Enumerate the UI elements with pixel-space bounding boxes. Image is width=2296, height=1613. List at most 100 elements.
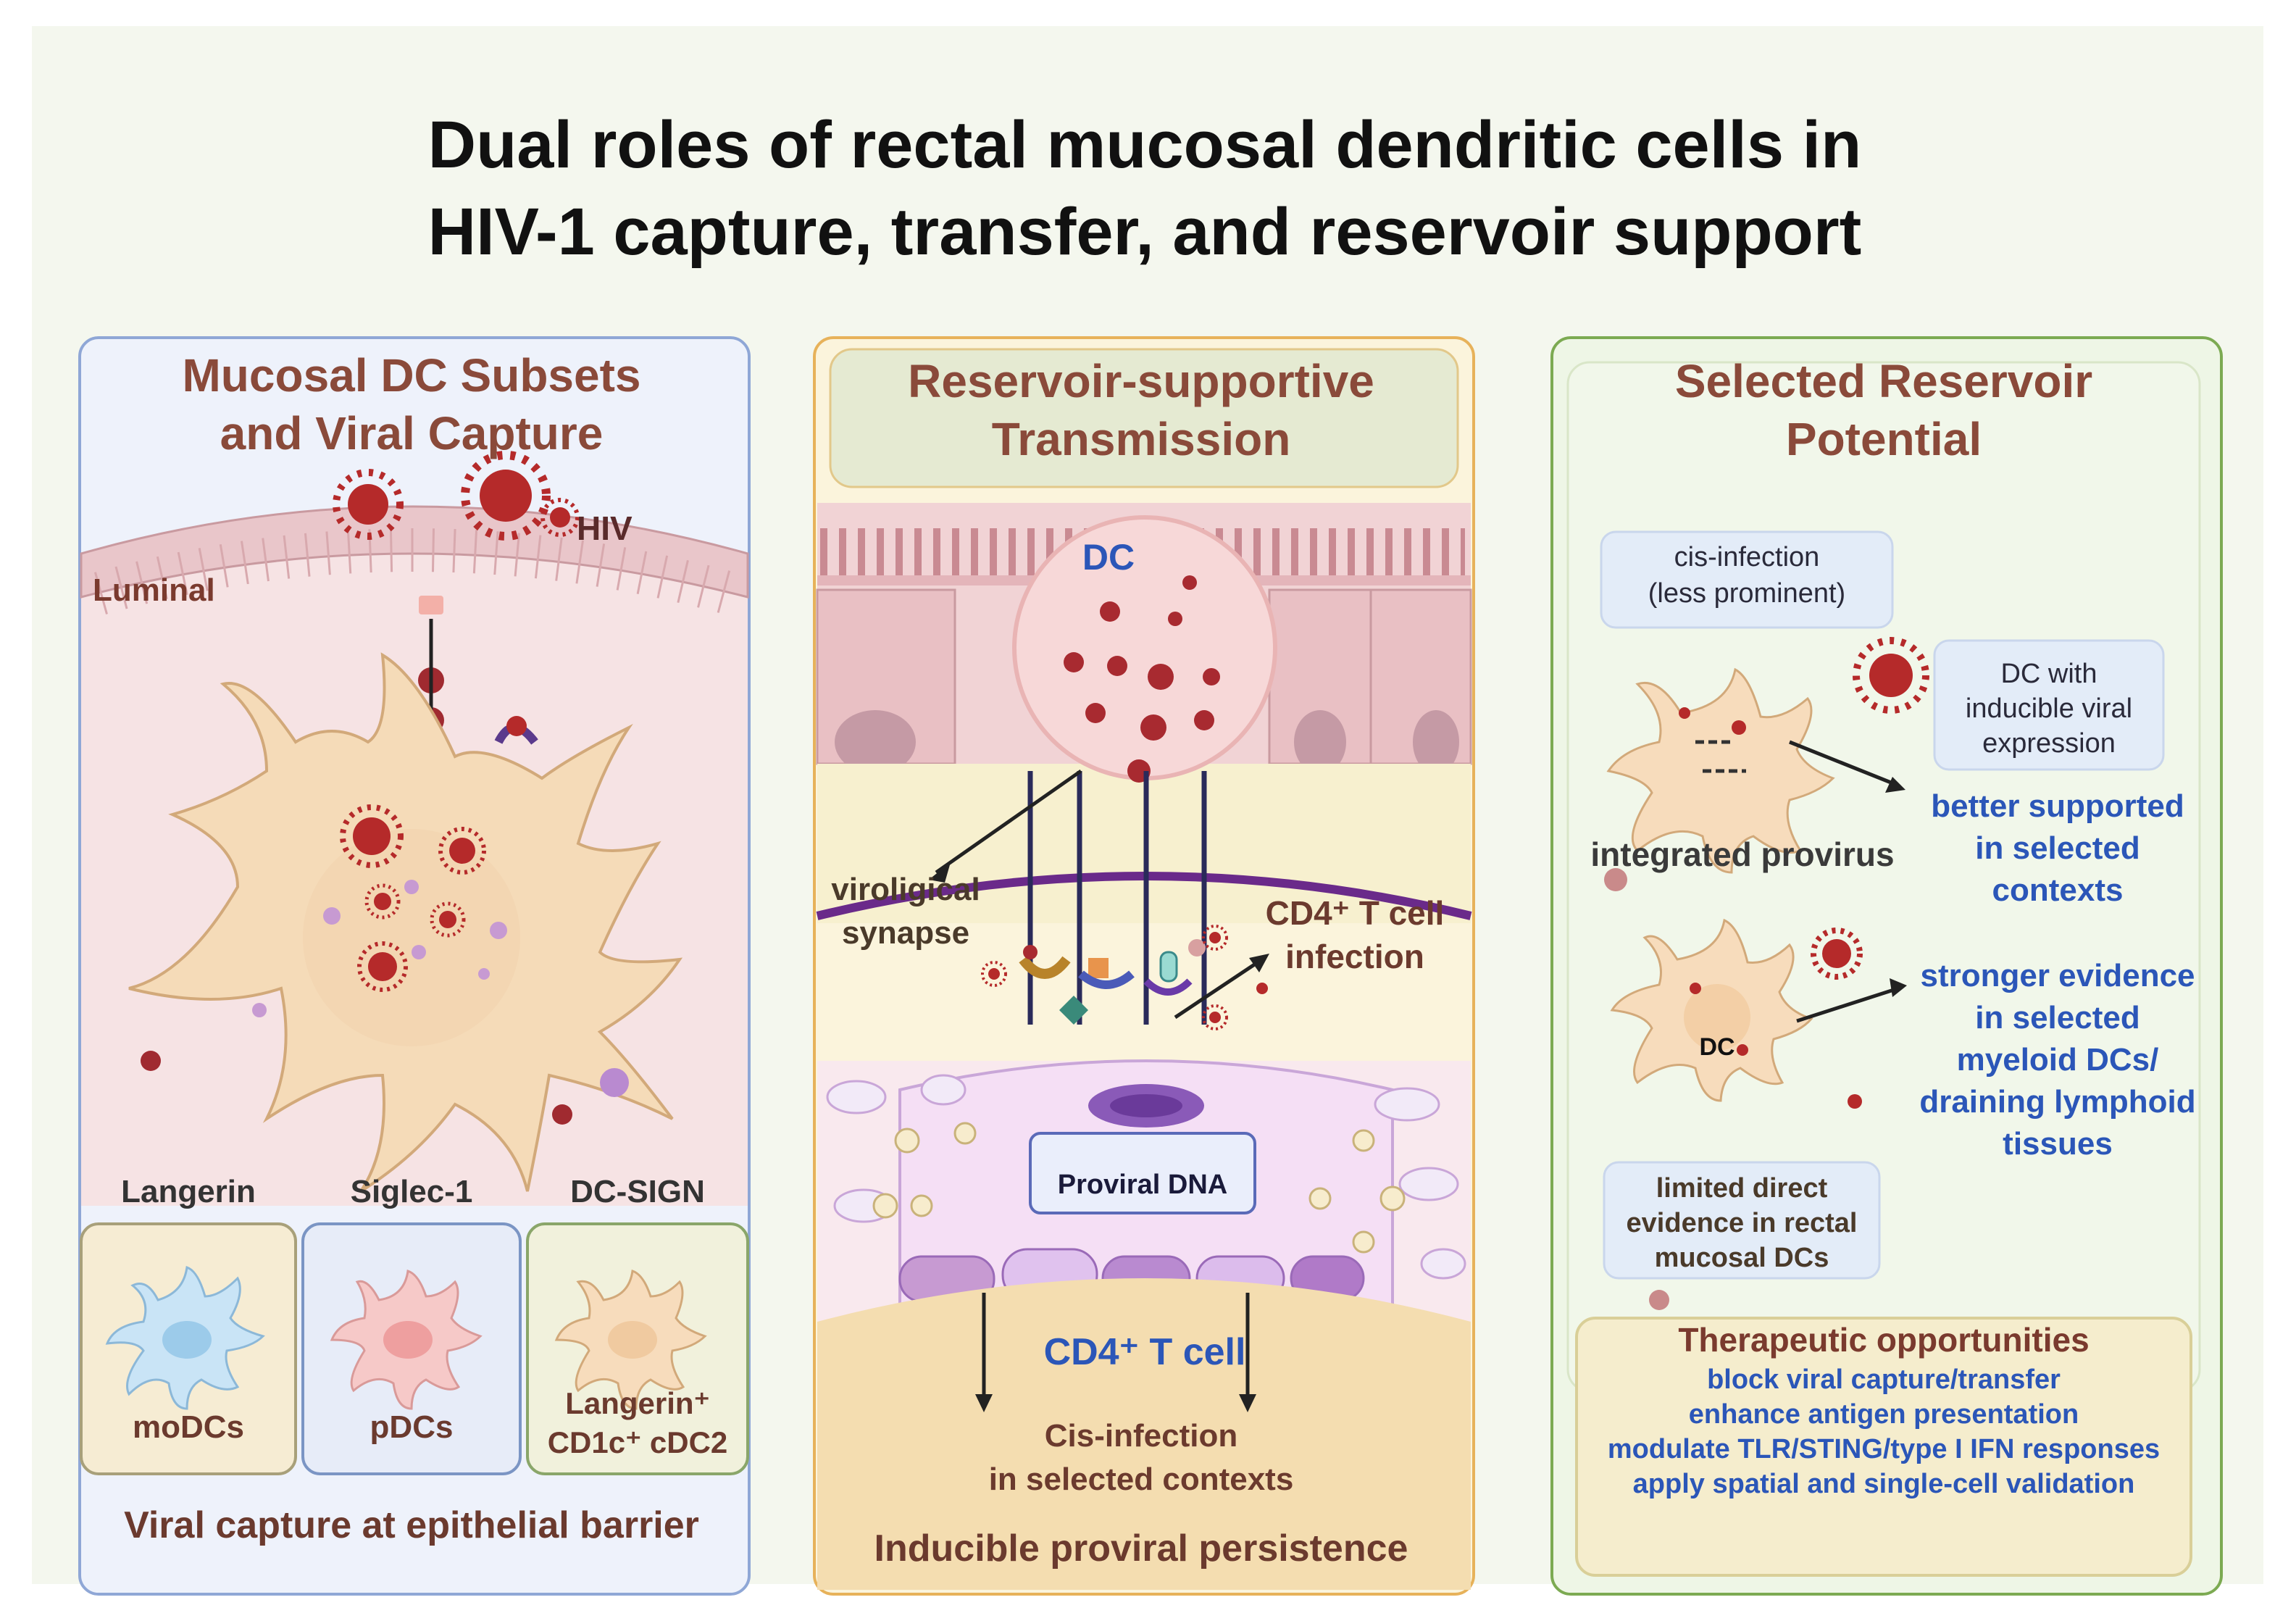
better-line3: contexts: [1992, 872, 2124, 908]
free-virion: [1737, 1044, 1748, 1056]
epithelial-nucleus: [835, 710, 916, 774]
free-virion: [1690, 983, 1701, 994]
infection-label-line1: CD4⁺ T cell: [1265, 894, 1445, 932]
arrow-head: [1885, 777, 1905, 793]
limited-line1: limited direct: [1656, 1173, 1828, 1204]
dc-circle: [1012, 515, 1277, 780]
virus-icon: [981, 925, 1268, 1030]
virus-icon: [540, 498, 580, 537]
therapeutic-box: [1575, 1317, 2192, 1577]
infection-label-line2: infection: [1285, 938, 1424, 975]
tcell-label: CD4⁺ T cell: [1043, 1331, 1246, 1373]
epithelial-layer: [80, 505, 749, 599]
left-panel-footer: Viral capture at epithelial barrier: [124, 1504, 699, 1546]
better-supported-text: better supported in selected contexts: [1905, 785, 2210, 912]
provirus-marks: [1695, 740, 1746, 773]
subset-label-pdcs: pDCs: [370, 1409, 454, 1445]
dc-cell-label: DC: [1699, 1033, 1735, 1061]
stronger-arrow: [1796, 986, 1899, 1023]
tissue-vesicles: [872, 1122, 1406, 1254]
free-virion: [1649, 1290, 1669, 1310]
virus-icon: [461, 451, 551, 541]
cis-infection-box: [1600, 530, 1894, 629]
left-title-line2: and Viral Capture: [220, 407, 604, 459]
stronger-line2: in selected: [1975, 1000, 2140, 1035]
middle-panel-title: Reservoir-supportive Transmission: [813, 352, 1469, 468]
therapeutic-item: modulate TLR/STING/type I IFN responses: [1607, 1434, 2161, 1464]
better-arrow: [1789, 740, 1899, 788]
main-title-line2: HIV-1 capture, transfer, and reservoir s…: [427, 195, 1862, 269]
middle-panel-footer: Inducible proviral persistence: [874, 1527, 1408, 1570]
middle-title-box: [829, 348, 1459, 488]
dc-box-line3: expression: [1982, 728, 2116, 759]
middle-title-line2: Transmission: [991, 413, 1291, 465]
better-line1: better supported: [1931, 788, 2184, 824]
luminal-label: Luminal: [93, 572, 215, 608]
stronger-line4: draining lymphoid: [1919, 1084, 2196, 1120]
epithelial-nucleus: [1294, 710, 1346, 774]
entry-pore: [419, 596, 443, 614]
dc-virions: [1064, 575, 1220, 783]
dc-nucleus: [303, 829, 520, 1046]
limited-evidence-box: [1603, 1161, 1881, 1280]
synapse-arrow: [935, 769, 1082, 875]
infection-label: CD4⁺ T cell infection: [1246, 891, 1464, 978]
receptor-label-dcsign: DC-SIGN: [570, 1174, 705, 1209]
epithelial-cells: [93, 528, 736, 614]
limited-evidence-text: limited direct evidence in rectal mucosa…: [1604, 1171, 1879, 1275]
endosome-icon: [252, 880, 629, 1097]
modc-nucleus: [162, 1321, 212, 1359]
receptor-complex: [1019, 939, 1206, 1025]
arrow-head: [929, 862, 951, 883]
limited-line3: mucosal DCs: [1654, 1243, 1829, 1273]
therapeutic-list: block viral capture/transfer enhance ant…: [1577, 1362, 2191, 1501]
cis-box-line2: (less prominent): [1648, 578, 1846, 609]
arrow-head: [1890, 978, 1907, 997]
arrow-head: [975, 1394, 993, 1412]
lumen-bottom: [817, 1278, 1471, 1590]
stronger-line5: tissues: [2003, 1126, 2113, 1162]
receptor-label-langerin: Langerin: [121, 1174, 256, 1209]
therapeutic-item: enhance antigen presentation: [1688, 1399, 2079, 1430]
virus-icon: [1853, 637, 1929, 714]
free-virion: [1679, 707, 1690, 719]
internalized-virus: [340, 804, 486, 992]
cdc2-nucleus: [608, 1321, 657, 1359]
therapeutic-item: apply spatial and single-cell validation: [1632, 1469, 2135, 1499]
subset-label-cdc2-line2: CD1c⁺ cDC2: [547, 1425, 728, 1459]
main-title: Dual roles of rectal mucosal dendritic c…: [275, 101, 2014, 275]
cis-box-line1: cis-infection: [1674, 542, 1820, 572]
integrated-provirus-label: integrated provirus: [1590, 835, 1895, 873]
right-title-line2: Potential: [1785, 413, 1982, 465]
left-panel-title: Mucosal DC Subsets and Viral Capture: [78, 346, 745, 462]
free-virion: [1732, 720, 1746, 735]
virus-icon: [333, 469, 404, 540]
proviral-dna-label: Proviral DNA: [1057, 1170, 1228, 1200]
left-title-line1: Mucosal DC Subsets: [182, 349, 641, 401]
free-virion: [1848, 1094, 1862, 1109]
infection-arrow: [1174, 957, 1264, 1020]
proviral-dna-box: [1029, 1132, 1256, 1214]
dc-nucleus: [1684, 984, 1750, 1051]
receptor-label-siglec1: Siglec-1: [350, 1174, 473, 1209]
pdc-nucleus: [383, 1321, 433, 1359]
arrow-head: [1239, 1394, 1256, 1412]
middle-title-line1: Reservoir-supportive: [908, 355, 1374, 407]
middle-panel-art: [816, 348, 1472, 1590]
synapse-label: viroligical synapse: [811, 868, 1000, 955]
epithelial-nucleus: [1413, 710, 1459, 774]
dc-expression-box: [1933, 639, 2165, 771]
right-panel-art: [1566, 361, 2201, 1577]
cis-infection-line2: in selected contexts: [988, 1462, 1294, 1497]
stronger-line1: stronger evidence: [1920, 958, 2195, 993]
arrow-head: [1249, 954, 1269, 972]
synapse-label-line2: synapse: [841, 915, 970, 951]
virus-icon: [1811, 928, 1863, 980]
dc-expression-box-text: DC with inducible viral expression: [1934, 657, 2163, 761]
cis-infection-label: Cis-infection in selected contexts: [813, 1414, 1469, 1501]
dc-box-line2: inducible viral: [1965, 693, 2133, 724]
stronger-line3: myeloid DCs/: [1956, 1042, 2159, 1078]
subset-label-cdc2-line1: Langerin⁺: [565, 1386, 710, 1420]
dc-circle-label: DC: [1082, 537, 1135, 578]
